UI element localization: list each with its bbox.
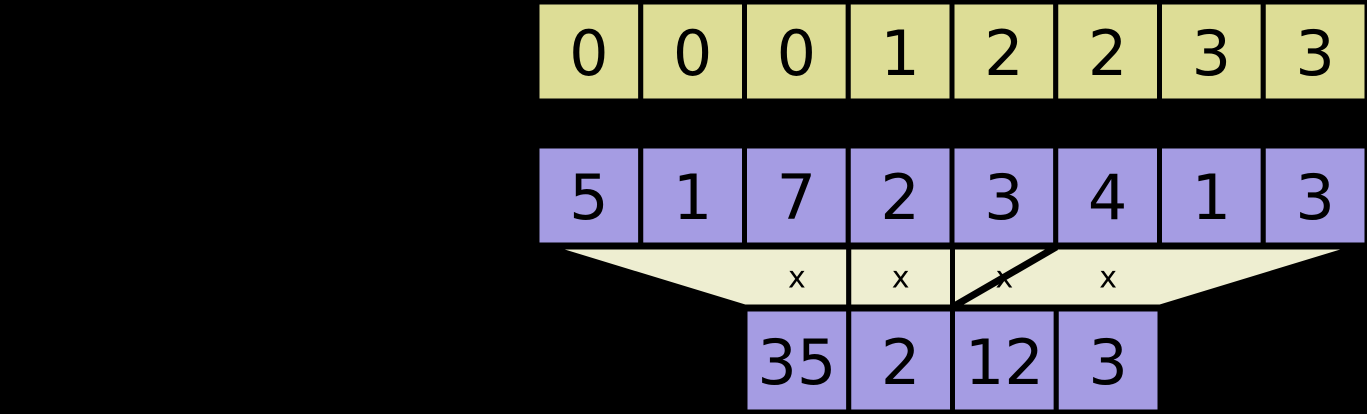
index-row-cell	[1260, 0, 1367, 104]
multiply-operator-icon: x	[892, 261, 910, 296]
result-row-cell-label: 3	[1088, 326, 1127, 399]
index-row-cell	[742, 0, 851, 104]
value-row-cell-label: 1	[1192, 161, 1231, 234]
index-row-cell-label: 2	[1088, 17, 1127, 90]
result-row-cell	[1053, 306, 1163, 414]
result-row-cell	[742, 306, 852, 414]
index-row-cell-label: 0	[673, 17, 712, 90]
value-row-cell	[845, 143, 955, 248]
index-row-cell	[949, 0, 1059, 104]
multiply-operator-icon: x	[1099, 261, 1117, 296]
value-row-cell-label: 7	[777, 161, 816, 234]
index-row-cell-label: 1	[880, 17, 919, 90]
index-row-cell-label: 3	[1295, 17, 1334, 90]
value-row-cell-label: 5	[569, 161, 608, 234]
group-boundary-connector	[950, 243, 1059, 311]
value-row-cell	[949, 143, 1059, 248]
value-row-cell-label: 3	[984, 161, 1023, 234]
index-row-cell	[534, 0, 644, 104]
value-row-cell-label: 1	[673, 161, 712, 234]
result-row-cell-label: 12	[965, 326, 1044, 399]
result-row-cell-label: 35	[757, 326, 836, 399]
index-row-cell-label: 0	[777, 17, 816, 90]
multiply-operator-icon: x	[995, 261, 1013, 296]
index-row-cell	[1157, 0, 1266, 104]
index-row-cell-label: 2	[984, 17, 1023, 90]
value-row-cell	[1260, 143, 1367, 248]
index-row-cell	[638, 0, 747, 104]
value-row-cell-label: 2	[880, 161, 919, 234]
result-row-cell	[950, 306, 1059, 414]
index-row-cell-label: 0	[569, 17, 608, 90]
result-row-cell-label: 2	[881, 326, 920, 399]
value-row-cell-label: 3	[1295, 161, 1334, 234]
index-row-cell-label: 3	[1192, 17, 1231, 90]
multiply-operator-icon: x	[788, 261, 806, 296]
value-row-cell	[742, 143, 851, 248]
value-row-cell-label: 4	[1088, 161, 1127, 234]
result-row: 35 2 12 3	[742, 306, 1163, 414]
